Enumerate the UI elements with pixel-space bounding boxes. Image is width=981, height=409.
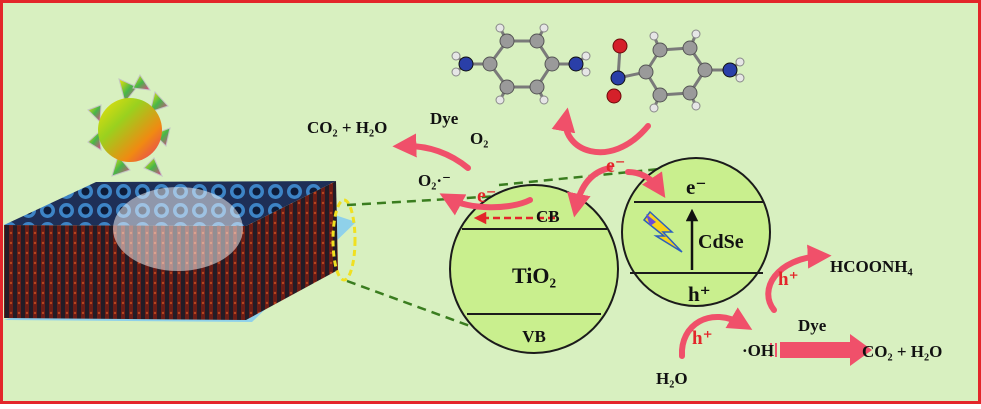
oh-dye-arrow xyxy=(780,334,872,366)
lower-hole-label: h⁺ xyxy=(692,328,713,349)
right-products-label: CO₂ + H₂O xyxy=(862,342,942,361)
tio2-cb-label: CB xyxy=(536,207,560,226)
top-left-dye-label: Dye xyxy=(430,109,459,128)
nitro-reduction-arrow xyxy=(551,107,651,156)
tio2-circle xyxy=(449,184,619,354)
cdse-name-label: CdSe xyxy=(698,231,744,253)
tio2-name-label: TiO₂ xyxy=(512,263,557,288)
o2-reduction-arrow xyxy=(439,193,533,216)
p-nitroaniline-molecule xyxy=(606,29,745,113)
sun-icon xyxy=(87,74,171,177)
molecule-electron-label: e⁻ xyxy=(606,155,625,177)
formate-oxidation-arrow xyxy=(765,244,832,313)
tio2-vb-label: VB xyxy=(522,327,546,346)
single-tube-highlight xyxy=(331,198,357,282)
p-phenylenediamine-molecule xyxy=(451,23,591,105)
nanotube-array xyxy=(4,181,357,322)
dye-degradation-arrow xyxy=(392,133,471,171)
cdse-electron-arrow xyxy=(625,169,666,198)
water-label: H₂O xyxy=(656,369,688,388)
cdse-electron-label: e⁻ xyxy=(686,175,706,199)
oh-arrow-dashes xyxy=(770,343,777,357)
tio2-electron-label: e⁻ xyxy=(477,185,496,207)
reaction-arrows xyxy=(392,107,832,359)
illuminated-spot xyxy=(113,187,243,271)
hydroxyl-label: ·OH xyxy=(742,341,774,360)
top-left-products-label: CO₂ + H₂O xyxy=(307,118,387,137)
formate-label: HCOONH₄ xyxy=(830,257,913,276)
lightning-icon xyxy=(642,210,683,253)
water-oxidation-arrow xyxy=(678,307,753,359)
upper-hole-label: h⁺ xyxy=(778,269,799,290)
electron-injection-arrow xyxy=(567,165,613,218)
cdse-hole-label: h⁺ xyxy=(688,282,711,306)
right-dye-label: Dye xyxy=(798,316,827,335)
o2-label: O₂ xyxy=(470,129,488,148)
superoxide-label: O₂·⁻ xyxy=(418,171,451,190)
